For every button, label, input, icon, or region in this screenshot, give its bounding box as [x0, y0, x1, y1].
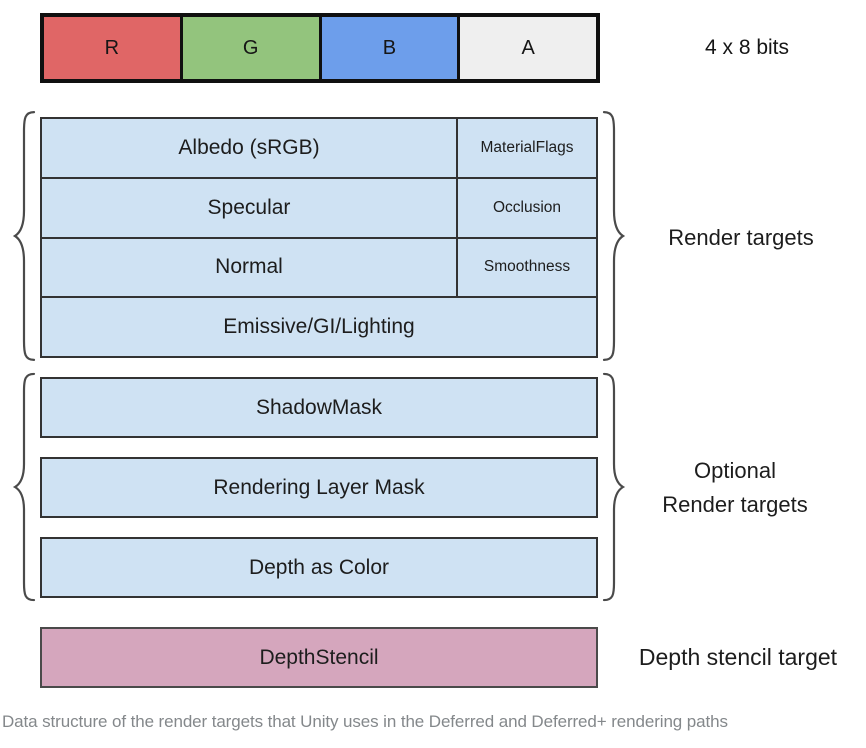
right-brace-render-targets: [600, 110, 626, 362]
box-label: Depth as Color: [248, 555, 390, 579]
rgba-bit-strip: R G B A: [40, 13, 600, 83]
bit-cell-label: G: [242, 36, 259, 59]
optional-label-line1: Optional: [694, 457, 776, 483]
bit-cell-red: R: [44, 17, 180, 79]
optional-target-rendering-layer-mask: Rendering Layer Mask: [40, 457, 598, 518]
alpha-channel-cell: Occlusion: [456, 178, 596, 237]
render-targets-table: Albedo (sRGB) MaterialFlags Specular Occ…: [40, 117, 598, 358]
bit-cell-blue: B: [318, 17, 458, 79]
bit-cell-label: R: [104, 36, 120, 59]
box-label: Rendering Layer Mask: [213, 475, 425, 499]
table-row: Normal Smoothness: [42, 236, 596, 297]
table-row: Emissive/GI/Lighting: [42, 296, 596, 356]
optional-target-depth-as-color: Depth as Color: [40, 537, 598, 598]
table-row: Specular Occlusion: [42, 176, 596, 237]
optional-render-targets-label: Optional Render targets: [622, 377, 848, 598]
bit-cell-alpha: A: [457, 17, 596, 79]
table-row: Albedo (sRGB) MaterialFlags: [42, 119, 596, 177]
optional-target-shadowmask: ShadowMask: [40, 377, 598, 438]
bit-cell-label: A: [521, 36, 535, 59]
render-target-cell: Emissive/GI/Lighting: [223, 315, 415, 339]
bit-cell-green: G: [179, 17, 319, 79]
render-targets-label: Render targets: [668, 224, 814, 250]
box-label: ShadowMask: [255, 395, 383, 419]
alpha-channel-cell: MaterialFlags: [456, 119, 596, 177]
left-brace-optional-targets: [12, 372, 38, 602]
right-brace-optional-targets: [600, 372, 626, 602]
box-label: DepthStencil: [259, 645, 379, 669]
alpha-channel-cell: Smoothness: [456, 238, 596, 297]
bits-annotation: 4 x 8 bits: [704, 36, 790, 59]
figure-caption: Data structure of the render targets tha…: [2, 712, 728, 731]
left-brace-render-targets: [12, 110, 38, 362]
optional-label-line2: Render targets: [662, 491, 808, 517]
depth-stencil-target-label: Depth stencil target: [638, 644, 838, 670]
render-target-cell: Albedo (sRGB): [178, 135, 320, 159]
render-target-cell: Normal: [215, 255, 283, 279]
depth-stencil-box: DepthStencil: [40, 627, 598, 688]
bit-cell-label: B: [382, 36, 397, 59]
render-target-cell: Specular: [207, 195, 291, 219]
